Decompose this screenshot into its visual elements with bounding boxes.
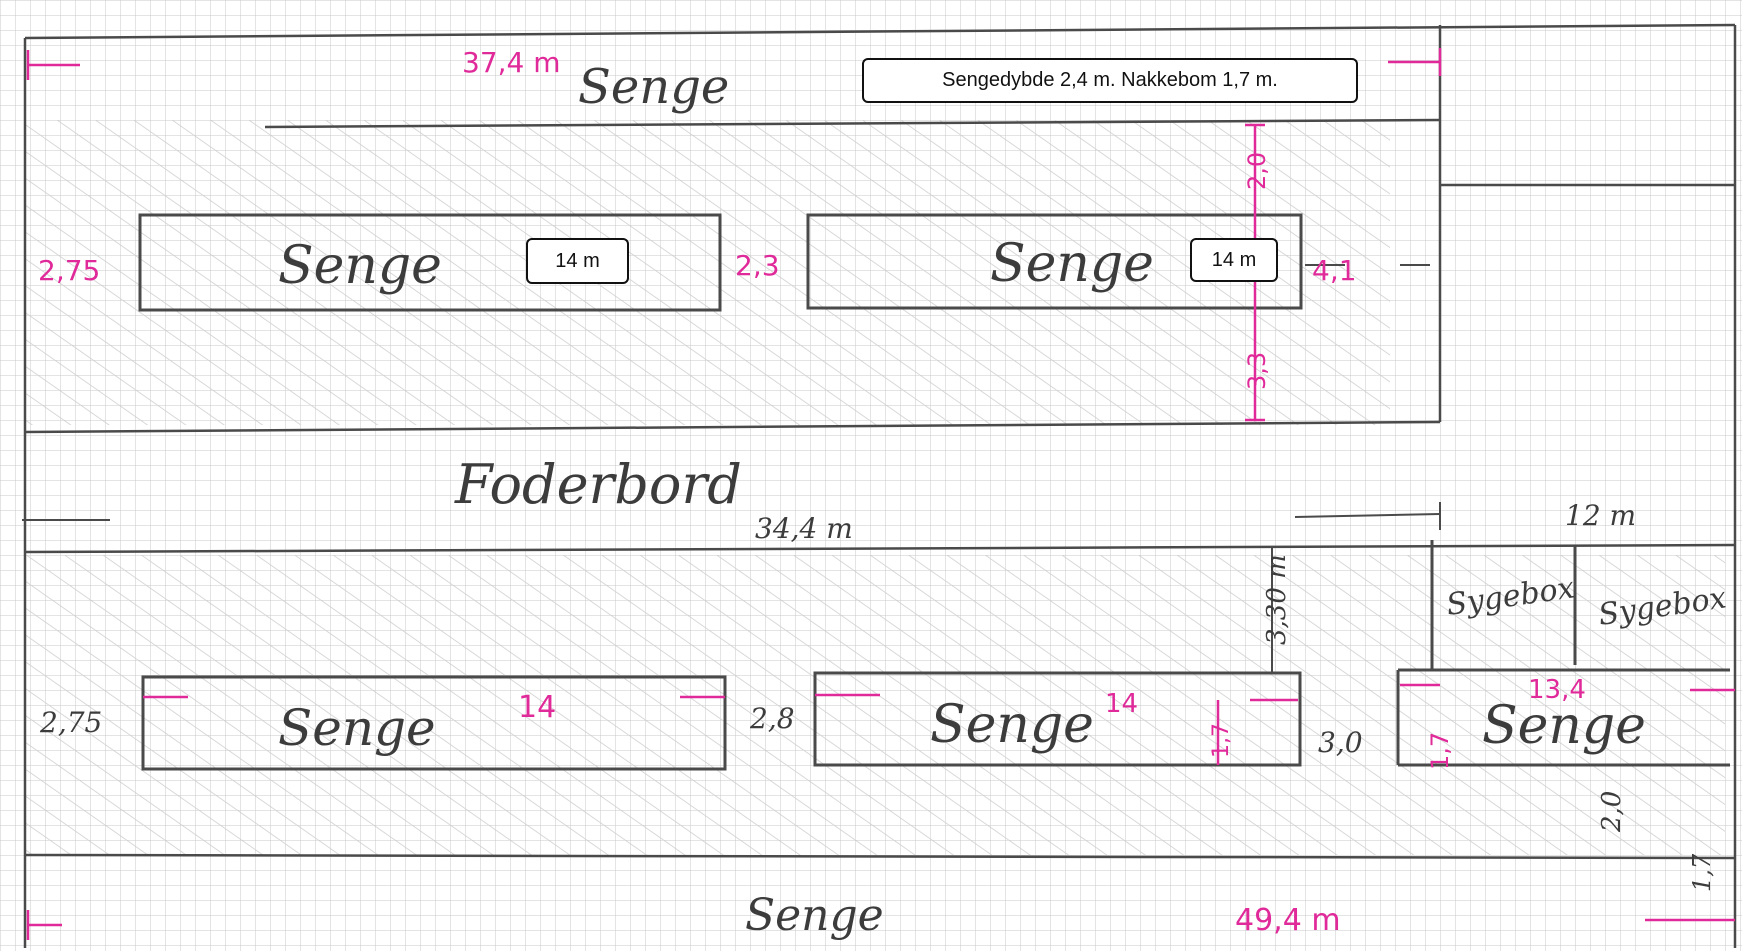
- hatch-zone-bottom: [25, 555, 1725, 855]
- sygebox-walls: [1430, 540, 1577, 670]
- label-bed5: Senge: [1482, 696, 1646, 756]
- dim-right-gap-top: 4,1: [1312, 254, 1357, 287]
- bed-bottom-left: [141, 675, 727, 771]
- dim-right-small: 12 m: [1565, 499, 1636, 532]
- bed-bottom-right: [1396, 668, 1730, 767]
- note-top-banner: Sengedybde 2,4 m. Nakkebom 1,7 m.: [862, 58, 1358, 103]
- dim-mid-gap-bottom: 2,8: [749, 702, 795, 735]
- dim-bed4-len: 14: [1105, 689, 1138, 719]
- dim-vert-bottom: 2,0: [1597, 791, 1627, 833]
- pink-dimension-lines: [26, 48, 1735, 940]
- label-bed2: Senge: [990, 234, 1154, 294]
- bed-top-left: [138, 213, 722, 312]
- dim-left-gap-bottom: 2,75: [39, 706, 102, 739]
- dim-bed3-len: 14: [518, 690, 556, 725]
- hatch-zone-top: [25, 120, 1390, 425]
- label-foderbord: Foderbord: [454, 453, 742, 516]
- label-senge-bottom: Senge: [745, 890, 884, 941]
- barn-outline: [23, 23, 1737, 948]
- label-bed3: Senge: [278, 699, 436, 757]
- dim-total-bottom: 49,4 m: [1235, 903, 1341, 938]
- dim-corner-small: 1,7: [1688, 853, 1716, 892]
- dim-bed4-depth: 1,7: [1209, 723, 1234, 758]
- bed-bottom-mid: [813, 671, 1302, 767]
- dim-right-gap-bottom: 3,0: [1318, 726, 1363, 759]
- dim-foderbord-length: 34,4 m: [755, 512, 853, 545]
- dim-bed5-depth: 1,7: [1426, 732, 1454, 770]
- note-bed-left-length: 14 m: [526, 238, 629, 284]
- dim-vert-lower: 3,30 m: [1262, 554, 1292, 645]
- label-senge-top: Senge: [578, 59, 729, 115]
- dim-vert-top: 2,0: [1243, 152, 1271, 190]
- bed-top-right: [806, 213, 1303, 310]
- label-bed1: Senge: [278, 236, 442, 296]
- note-bed-right-length: 14 m: [1190, 238, 1278, 282]
- dim-total-top: 37,4 m: [462, 46, 561, 79]
- dim-vert-mid: 3,3: [1243, 352, 1271, 390]
- dimension-strokes: [22, 264, 1441, 672]
- dim-mid-gap-top: 2,3: [735, 249, 780, 282]
- dim-left-gap-top: 2,75: [38, 254, 100, 287]
- dim-bed5-len: 13,4: [1528, 675, 1586, 705]
- label-bed4: Senge: [930, 695, 1094, 755]
